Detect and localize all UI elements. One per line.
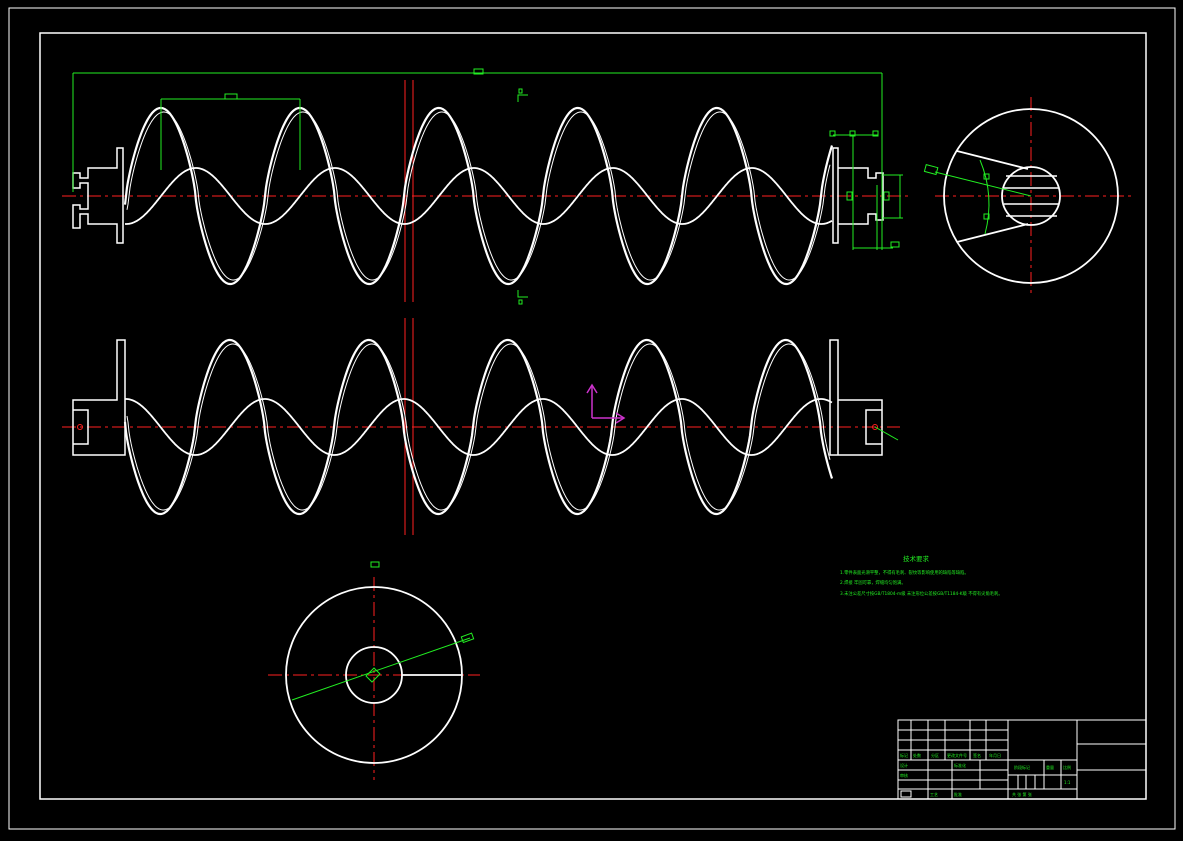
tb-label-date: 年月日 (989, 752, 1001, 758)
outer-border (8, 7, 1176, 830)
right-dim-box-4 (846, 191, 853, 201)
top-left-center-mark (77, 424, 83, 430)
bottom-dim-box-1 (460, 632, 475, 644)
tb-stage-mark: 阶段标记 (1014, 764, 1030, 770)
tb-label-zone: 分区 (931, 752, 939, 758)
notes-line-3: 3.未注公差尺寸按GB/T1804-m级 未注形位公差按GB/T1184-K级 … (840, 590, 1003, 597)
right-flange (832, 147, 884, 244)
right-dim-box-1 (829, 130, 836, 137)
side-leader (934, 171, 1032, 197)
technical-notes: 技术要求 1.零件表面光滑平整，不得有毛刺、裂纹等影响使用的缺陷等缺陷。 2.焊… (840, 554, 1003, 597)
ucs-y-arrow (586, 383, 598, 394)
side-outer-circle (943, 108, 1119, 284)
right-dim-box-6 (890, 241, 900, 248)
tb-stamp-box (900, 790, 912, 798)
tb-approval: 审核 (900, 772, 908, 778)
left-flange (72, 147, 124, 244)
notes-line-1: 1.零件表面光滑平整，不得有毛刺、裂纹等影响使用的缺陷等缺陷。 (840, 569, 969, 576)
notes-title: 技术要求 (903, 554, 930, 563)
tb-process: 工艺 (930, 792, 938, 797)
side-dim-box-2 (983, 173, 990, 180)
tb-scale-value: 1:1 (1064, 780, 1071, 785)
tb-standardization: 标准化 (954, 762, 966, 768)
tb-label-mark: 标记 (900, 752, 908, 758)
top-view (62, 318, 900, 535)
section-mark-top-label (518, 88, 523, 94)
front-inner-helix (125, 167, 833, 225)
front-outer-helix-edge (126, 111, 831, 281)
top-inner-helix (125, 398, 833, 456)
bottom-center-mark (365, 667, 381, 683)
section-mark-bottom-label (518, 299, 523, 305)
side-cutout (956, 150, 1029, 243)
side-inner-circle (1001, 166, 1061, 226)
notes-line-2: 2.焊接 牢固可靠，焊缝均匀饱满。 (840, 579, 906, 586)
bottom-view (268, 561, 480, 780)
section-mark-top (517, 94, 528, 102)
tb-approve: 批准 (954, 791, 962, 797)
tb-weight: 重量 (1046, 764, 1054, 770)
title-block-text: 标记 处数 分区 更改文件号 签名 年月日 设计 标准化 阶段标记 重量 比例 … (900, 752, 1071, 797)
side-angle-arc (979, 159, 990, 235)
tb-scale: 比例 (1063, 764, 1071, 770)
front-dim-text-overall (473, 68, 484, 75)
top-right-leader (874, 426, 899, 441)
title-block (897, 719, 1147, 800)
ucs-x-arrow (615, 412, 626, 424)
bottom-dim-box-2 (370, 561, 380, 568)
section-mark-bottom (517, 290, 528, 298)
front-view (62, 68, 910, 305)
tb-label-change-doc: 更改文件号 (947, 752, 967, 758)
top-right-end (829, 339, 883, 456)
top-right-center-mark (872, 424, 878, 430)
inner-border (39, 32, 1147, 800)
side-view (923, 97, 1132, 297)
tb-designer: 设计 (900, 762, 908, 768)
top-left-end (72, 339, 126, 456)
tb-label-sign: 签名 (973, 752, 981, 758)
tb-sheets: 共 张 第 张 (1012, 791, 1032, 797)
bottom-leader (291, 637, 471, 701)
side-dim-box-3 (983, 213, 990, 220)
right-dim-box-3 (872, 130, 879, 137)
side-dim-box-1 (923, 163, 939, 176)
tb-label-count: 处数 (913, 752, 921, 758)
top-outer-helix (123, 338, 834, 516)
front-dim-text-pitch (224, 93, 238, 100)
right-dim-box-5 (883, 191, 890, 201)
top-outer-helix-edge (126, 343, 831, 511)
